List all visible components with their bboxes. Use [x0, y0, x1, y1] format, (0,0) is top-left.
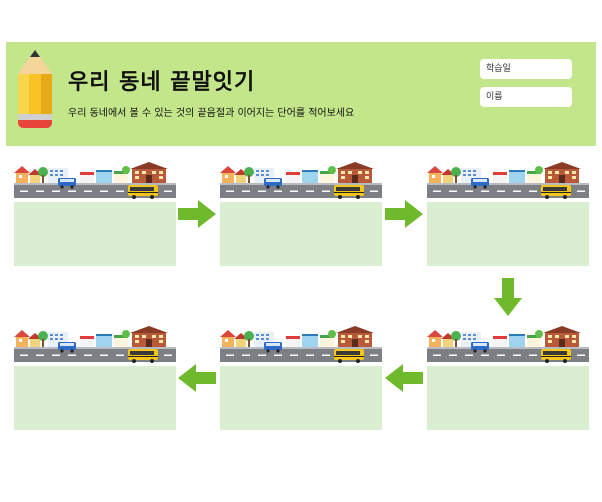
town-scene-image [14, 326, 176, 366]
answer-box-1[interactable] [14, 202, 176, 266]
word-card-1 [14, 162, 176, 266]
arrow-down-icon [494, 278, 522, 316]
town-scene-image [220, 162, 382, 202]
town-scene-image [427, 326, 589, 366]
word-card-4 [427, 326, 589, 430]
header-wave-edge [6, 124, 596, 143]
word-card-3 [427, 162, 589, 266]
answer-box-5[interactable] [220, 366, 382, 430]
page-title: 우리 동네 끝말잇기 [68, 70, 256, 95]
town-scene-image [427, 162, 589, 202]
answer-box-3[interactable] [427, 202, 589, 266]
page-instructions: 우리 동네에서 볼 수 있는 것의 끝음절과 이어지는 단어를 적어보세요 [68, 108, 355, 119]
arrow-left-icon [385, 364, 423, 392]
word-card-2 [220, 162, 382, 266]
town-scene-image [14, 162, 176, 202]
word-card-6 [14, 326, 176, 430]
pencil-icon [18, 50, 52, 128]
answer-box-4[interactable] [427, 366, 589, 430]
arrow-left-icon [178, 364, 216, 392]
word-card-5 [220, 326, 382, 430]
arrow-right-icon [385, 200, 423, 228]
answer-box-6[interactable] [14, 366, 176, 430]
arrow-right-icon [178, 200, 216, 228]
town-scene-image [220, 326, 382, 366]
name-field[interactable]: 이름 [480, 87, 572, 107]
study-date-field[interactable]: 학습일 [480, 59, 572, 79]
answer-box-2[interactable] [220, 202, 382, 266]
